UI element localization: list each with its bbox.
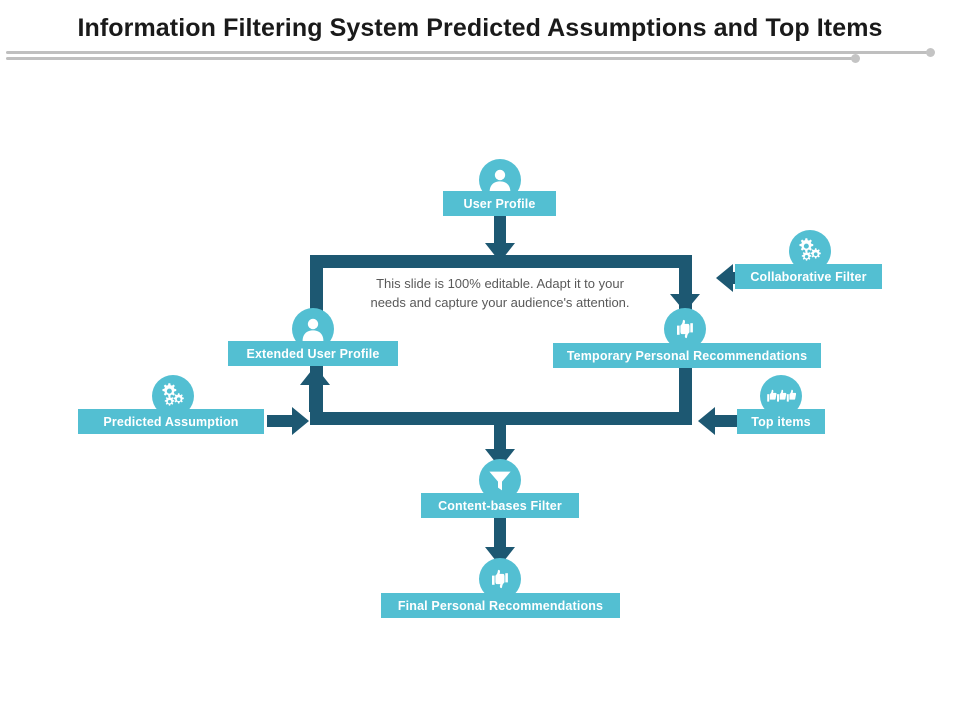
placeholder-text: This slide is 100% editable. Adapt it to… [370,276,630,310]
node-collaborative-filter[interactable]: Collaborative Filter [735,264,882,289]
divider-dot-lower [851,54,860,63]
user-icon [487,167,513,193]
node-predicted-assumption[interactable]: Predicted Assumption [78,409,264,434]
arrow-frame-to-extended-user-profile [300,366,330,412]
thumbs-up-row-icon [766,385,796,407]
frame-bottom-segment [310,412,692,425]
divider-line-upper [6,51,931,54]
thumbs-up-down-icon [671,316,699,342]
node-extended-user-profile-label: Extended User Profile [246,346,380,361]
arrow-user-profile-to-frame [485,216,515,262]
node-content-bases-filter[interactable]: Content-bases Filter [421,493,579,518]
node-extended-user-profile[interactable]: Extended User Profile [228,341,398,366]
arrow-frame-to-temporary-recommendations [670,268,700,312]
funnel-icon [487,467,513,493]
gears-icon [159,382,187,410]
node-user-profile-label: User Profile [463,196,536,211]
node-temporary-personal-recommendations[interactable]: Temporary Personal Recommendations [553,343,821,368]
arrow-predicted-assumption-to-frame [267,407,309,435]
title-divider [0,46,960,68]
arrow-content-filter-to-final-recommendations [485,518,515,566]
user-icon [300,316,326,342]
node-user-profile[interactable]: User Profile [443,191,556,216]
node-content-bases-filter-label: Content-bases Filter [438,498,562,513]
node-top-items-label: Top items [751,414,811,429]
node-final-personal-recommendations[interactable]: Final Personal Recommendations [381,593,620,618]
node-top-items[interactable]: Top items [737,409,825,434]
frame-top-segment [310,255,692,268]
node-temporary-personal-recommendations-label: Temporary Personal Recommendations [566,348,808,363]
gears-icon [796,237,824,265]
node-final-personal-recommendations-label: Final Personal Recommendations [397,598,604,613]
arrow-top-items-to-frame [698,407,740,435]
thumbs-up-down-icon [486,566,514,592]
page-title: Information Filtering System Predicted A… [77,14,883,42]
divider-dot-upper [926,48,935,57]
node-predicted-assumption-label: Predicted Assumption [103,414,239,429]
arrow-frame-to-content-bases-filter [485,420,515,468]
divider-line-lower [6,57,856,60]
node-collaborative-filter-label: Collaborative Filter [750,269,867,284]
